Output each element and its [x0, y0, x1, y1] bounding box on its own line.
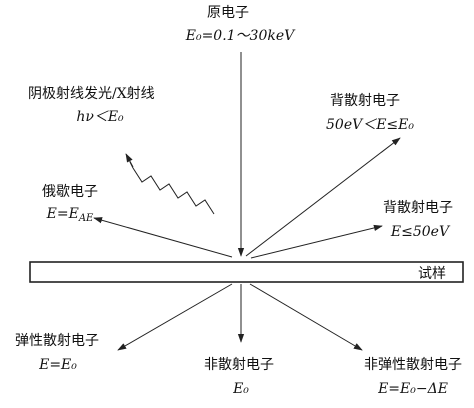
xray-wave — [129, 161, 215, 215]
elastic-scatter-label: 弹性散射电子 — [15, 333, 99, 349]
secondary-electron-label: 背散射电子 — [383, 200, 453, 216]
backscatter-electron-label: 背散射电子 — [330, 93, 400, 109]
auger-electron-label: 俄歇电子 — [42, 184, 98, 200]
sample-label: 试样 — [418, 266, 446, 282]
auger-arrow — [93, 217, 233, 258]
backscatter-arrow — [245, 137, 401, 257]
nonscatter-energy: E₀ — [232, 381, 249, 397]
auger-energy-main: E=E — [46, 206, 79, 222]
primary-electron-label: 原电子 — [207, 5, 249, 21]
xray-energy: hν＜E₀ — [76, 109, 124, 125]
backscatter-electron-energy: 50eV＜E≤E₀ — [326, 117, 414, 133]
inelastic-scatter-label: 非弹性散射电子 — [364, 357, 462, 373]
elastic-scatter-energy: E=E₀ — [38, 357, 77, 373]
secondary-arrow — [250, 224, 383, 259]
nonscatter-label: 非散射电子 — [204, 357, 274, 373]
auger-electron-energy: E=EAE — [46, 206, 94, 224]
inelastic-scatter-energy: E=E₀−ΔE — [377, 381, 448, 397]
primary-electron-energy: E₀=0.1～30keV — [185, 28, 296, 44]
sample-block — [29, 261, 464, 283]
xray-arrow-head — [125, 153, 134, 168]
xray-label: 阴极射线发光/X射线 — [28, 86, 155, 102]
elastic-arrow — [117, 283, 233, 351]
auger-energy-sub: AE — [78, 213, 94, 224]
inelastic-arrow — [249, 283, 363, 351]
secondary-electron-energy: E≤50eV — [390, 224, 451, 240]
